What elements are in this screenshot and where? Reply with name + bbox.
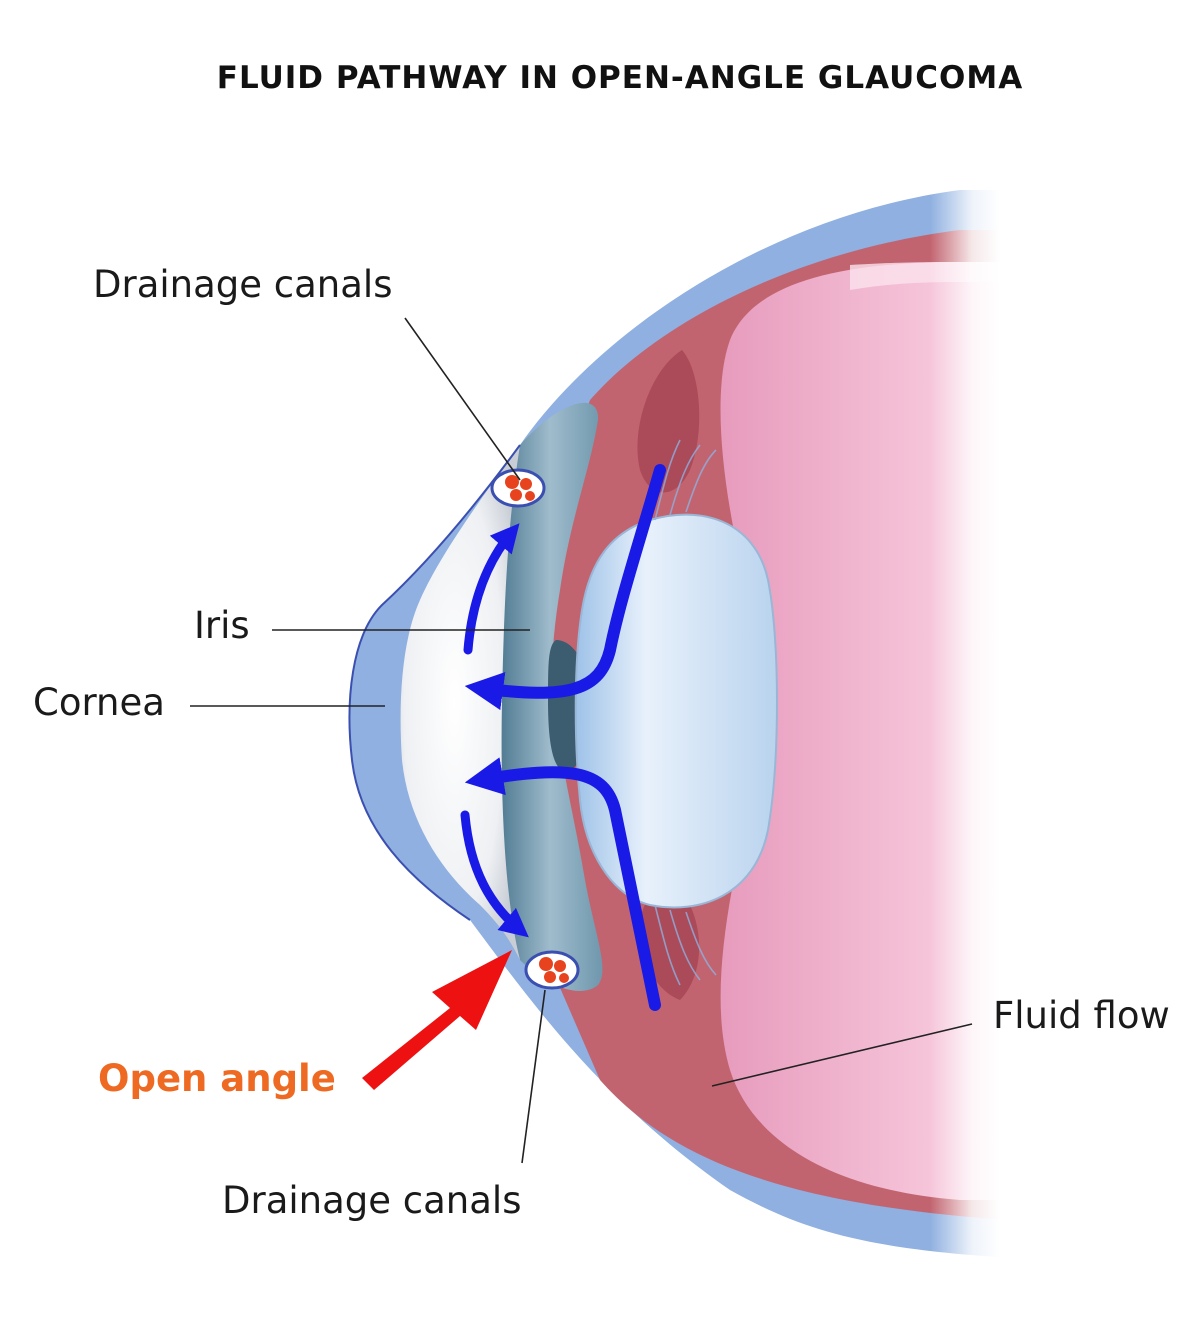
drainage-canal-icon	[524, 950, 580, 990]
flow-arrow-upper-main	[464, 464, 666, 711]
label-drainage-canals-bottom: Drainage canals	[222, 1179, 522, 1222]
label-iris: Iris	[194, 604, 250, 647]
label-drainage-canals-top: Drainage canals	[93, 263, 393, 306]
flow-arrow-lower-curve	[460, 810, 529, 938]
fluid-flow-arrows	[460, 464, 666, 1011]
flow-arrow-upper-curve	[463, 523, 520, 655]
eye-cross-section	[348, 180, 1200, 1280]
flow-arrow-lower-main	[464, 757, 661, 1011]
diagram-title: FLUID PATHWAY IN OPEN-ANGLE GLAUCOMA	[217, 60, 1023, 96]
label-cornea: Cornea	[33, 681, 165, 724]
zonule-fibers	[654, 439, 717, 986]
label-open-angle: Open angle	[98, 1057, 336, 1100]
label-fluid-flow: Fluid flow	[993, 994, 1170, 1037]
open-angle-arrow	[362, 950, 512, 1090]
ciliary-body-bottom	[640, 887, 700, 1000]
drainage-canal-icon	[490, 468, 546, 508]
lens	[574, 513, 778, 909]
ciliary-body-top	[637, 350, 700, 493]
leader-fluid-flow	[711, 1023, 973, 1087]
leader-drainage-top	[404, 317, 521, 481]
leader-drainage-bottom	[521, 989, 546, 1164]
right-fade	[930, 180, 1000, 1280]
cornea-outline	[348, 444, 521, 921]
